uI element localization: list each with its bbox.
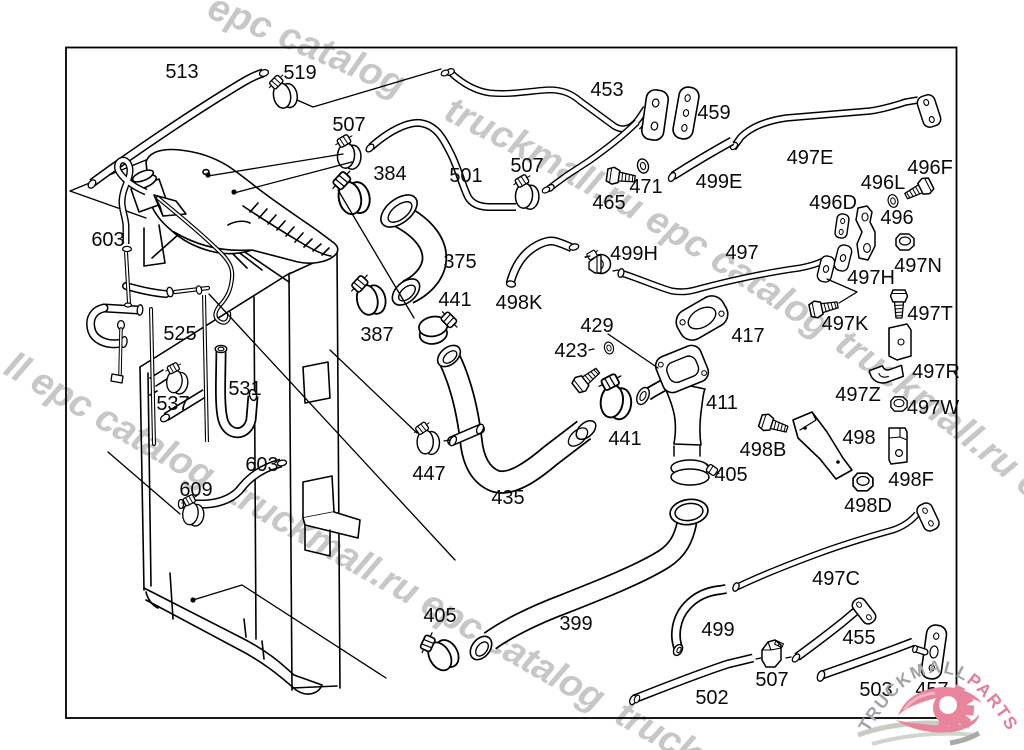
svg-text:502: 502 <box>695 687 728 709</box>
svg-text:507: 507 <box>332 114 365 136</box>
svg-text:384: 384 <box>373 163 406 185</box>
svg-text:497W: 497W <box>907 397 959 419</box>
svg-text:405: 405 <box>423 605 456 627</box>
svg-text:429: 429 <box>580 315 613 337</box>
svg-text:603: 603 <box>91 229 124 251</box>
svg-text:496: 496 <box>880 207 913 229</box>
svg-text:441: 441 <box>438 289 471 311</box>
svg-text:497N: 497N <box>894 255 942 277</box>
svg-text:525: 525 <box>163 323 196 345</box>
svg-text:497K: 497K <box>822 313 869 335</box>
svg-text:519: 519 <box>283 62 316 84</box>
svg-text:497H: 497H <box>847 267 895 289</box>
svg-text:498D: 498D <box>844 495 892 517</box>
svg-text:399: 399 <box>559 613 592 635</box>
svg-text:411: 411 <box>706 392 738 414</box>
svg-text:447: 447 <box>412 463 445 485</box>
svg-text:499E: 499E <box>696 171 743 193</box>
svg-text:537: 537 <box>156 393 189 415</box>
svg-text:499H: 499H <box>610 243 658 265</box>
svg-text:435: 435 <box>491 487 524 509</box>
svg-text:423: 423 <box>554 340 587 362</box>
svg-text:513: 513 <box>165 61 198 83</box>
svg-text:471: 471 <box>629 176 662 198</box>
svg-text:496F: 496F <box>907 157 953 179</box>
svg-text:507: 507 <box>755 669 788 691</box>
svg-text:375: 375 <box>443 251 476 273</box>
svg-text:497T: 497T <box>907 303 953 325</box>
svg-text:497R: 497R <box>912 361 960 383</box>
svg-text:441: 441 <box>608 428 641 450</box>
svg-text:496D: 496D <box>809 192 857 214</box>
svg-text:497Z: 497Z <box>835 384 881 406</box>
svg-text:497E: 497E <box>787 147 834 169</box>
svg-text:417: 417 <box>731 325 764 347</box>
svg-text:498: 498 <box>842 427 875 449</box>
svg-text:609: 609 <box>179 479 212 501</box>
svg-text:387: 387 <box>360 324 393 346</box>
svg-text:498B: 498B <box>740 439 787 461</box>
svg-text:453: 453 <box>590 79 623 101</box>
svg-text:455: 455 <box>842 627 875 649</box>
svg-text:531: 531 <box>228 378 261 400</box>
svg-text:497: 497 <box>725 242 758 264</box>
svg-text:496L: 496L <box>861 172 906 194</box>
svg-text:501: 501 <box>449 165 482 187</box>
svg-text:465: 465 <box>592 192 625 214</box>
svg-text:497C: 497C <box>812 568 860 590</box>
svg-text:503: 503 <box>859 679 892 701</box>
svg-text:498F: 498F <box>888 469 934 491</box>
svg-text:459: 459 <box>697 102 730 124</box>
svg-text:405: 405 <box>714 464 747 486</box>
svg-text:499: 499 <box>701 619 734 641</box>
svg-text:603: 603 <box>245 454 278 476</box>
svg-text:507: 507 <box>510 155 543 177</box>
svg-text:498K: 498K <box>496 292 543 314</box>
